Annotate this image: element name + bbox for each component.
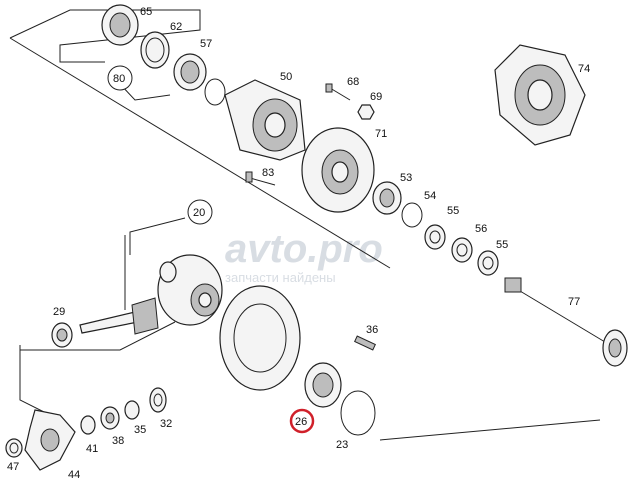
label-69: 69 [370, 91, 382, 103]
part-62-seal [140, 31, 170, 69]
part-47-nut [5, 438, 23, 458]
part-35-ring [124, 400, 140, 420]
watermark: avto.pro запчасти найдены [225, 227, 383, 285]
label-55a: 55 [447, 205, 459, 217]
part-29-bearing [51, 322, 73, 348]
part-ring-gear [219, 285, 301, 391]
part-50-housing [224, 79, 306, 161]
label-71: 71 [375, 128, 387, 140]
label-80: 80 [113, 73, 125, 85]
label-54: 54 [424, 190, 436, 202]
part-38-bearing [100, 406, 120, 430]
label-68: 68 [347, 76, 359, 88]
label-56: 56 [475, 223, 487, 235]
part-71-flange [301, 127, 375, 213]
part-57-bearing [173, 53, 207, 91]
part-44-drive-flange [24, 409, 76, 471]
part-54-ring [401, 202, 423, 228]
label-47: 47 [7, 461, 19, 473]
part-pinion-shaft [79, 297, 159, 335]
part-77-axle-shaft [504, 277, 628, 367]
part-32-seal [149, 387, 167, 413]
label-77: 77 [568, 296, 580, 308]
part-56-washer [451, 237, 473, 263]
label-29: 29 [53, 306, 65, 318]
part-65-cover [101, 4, 139, 46]
label-35: 35 [134, 424, 146, 436]
part-68-bolt [325, 83, 351, 101]
label-50: 50 [280, 71, 292, 83]
label-23: 23 [336, 439, 348, 451]
part-83-bolt [245, 171, 276, 186]
callout-circle-80 [107, 65, 133, 91]
part-69-nut [357, 104, 375, 120]
part-ring-small [204, 78, 226, 106]
label-26: 26 [295, 416, 307, 428]
label-62: 62 [170, 21, 182, 33]
label-44: 44 [68, 469, 80, 481]
label-65: 65 [140, 6, 152, 18]
part-74-housing [494, 44, 586, 146]
part-41-ring [80, 415, 96, 435]
part-20-differential [157, 254, 223, 326]
callout-circle-26-highlight [289, 408, 315, 434]
label-55b: 55 [496, 239, 508, 251]
part-53-bearing [372, 181, 402, 215]
label-57: 57 [200, 38, 212, 50]
label-36: 36 [366, 324, 378, 336]
part-labels: 65 62 57 80 50 68 69 74 71 83 53 54 55 5… [7, 6, 590, 481]
part-36-pin [354, 335, 376, 351]
part-55-washer-a [424, 224, 446, 250]
label-32: 32 [160, 418, 172, 430]
label-74: 74 [578, 63, 590, 75]
watermark-brand: avto.pro [225, 227, 383, 271]
callout-circle-20 [187, 199, 213, 225]
part-55-washer-b [477, 250, 499, 276]
part-26-bearing [304, 362, 342, 408]
label-83: 83 [262, 167, 274, 179]
label-20: 20 [193, 207, 205, 219]
label-38: 38 [112, 435, 124, 447]
watermark-tagline: запчасти найдены [225, 270, 336, 285]
label-41: 41 [86, 443, 98, 455]
part-23-ring [340, 390, 376, 436]
label-53: 53 [400, 172, 412, 184]
